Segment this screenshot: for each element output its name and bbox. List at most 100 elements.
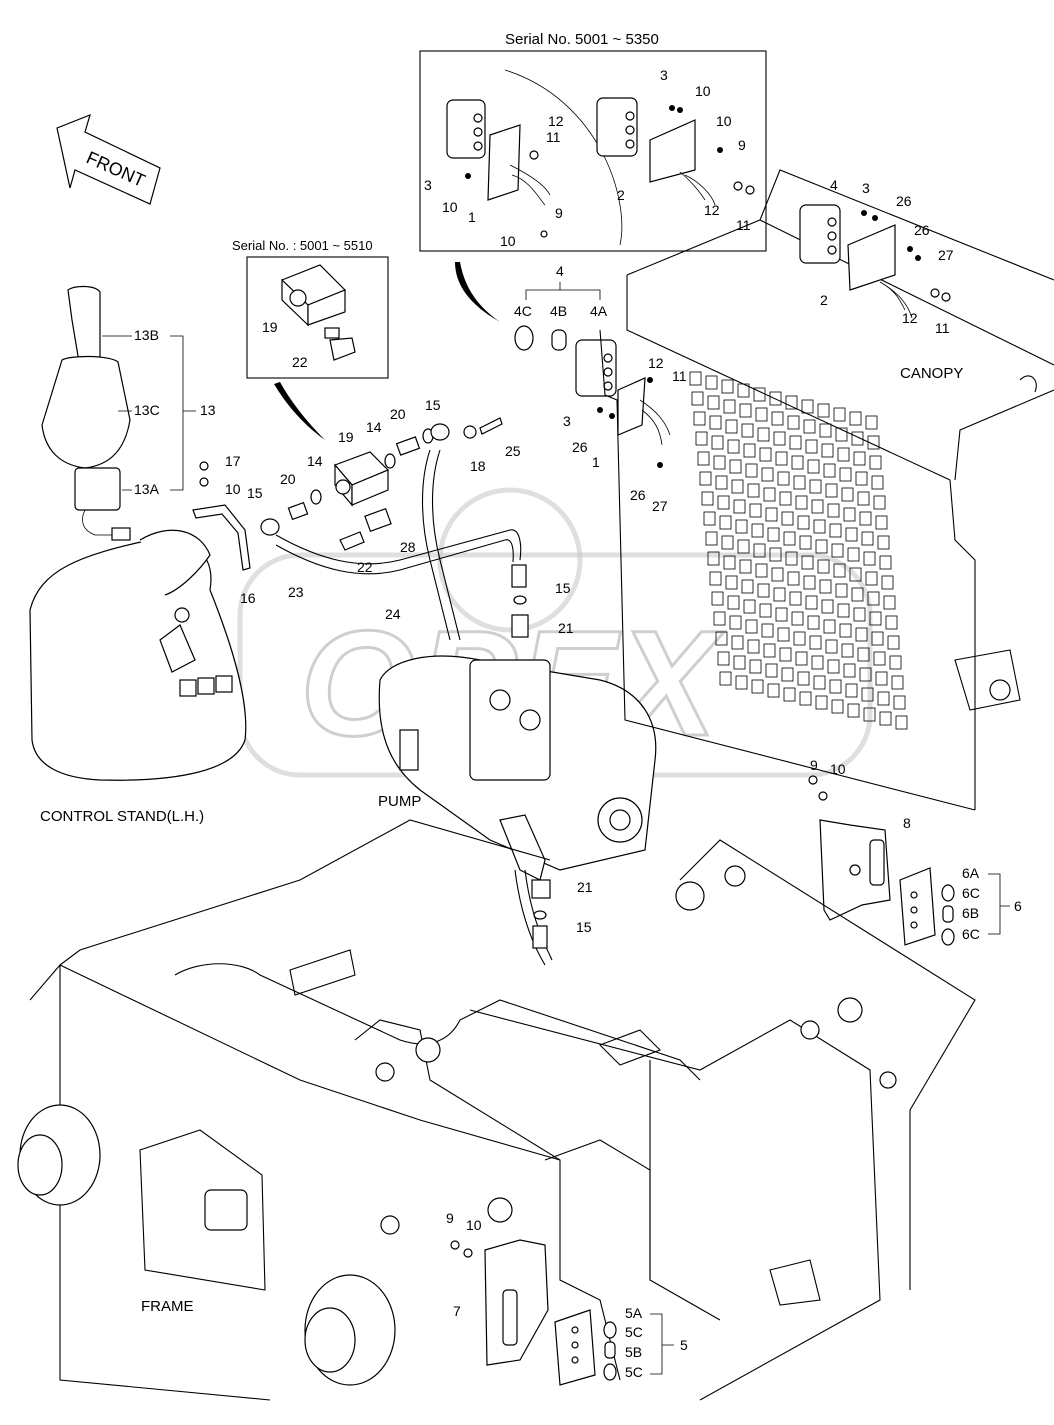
callout-label: 10 [830,761,846,777]
callout-label: 3 [424,177,432,193]
callout-label: 22 [292,354,308,370]
callout-label: 10 [466,1217,482,1233]
mesh-cell [817,403,830,418]
frame: FRAME [17,819,976,1401]
mesh-cell [725,575,738,590]
callout-label: 15 [247,485,263,501]
mesh-cell [815,695,828,710]
mesh-cell [709,415,722,430]
callout-label: 4A [590,303,608,319]
mesh-cell [867,591,880,606]
front-arrow: FRONT [56,113,161,205]
mesh-cell [783,531,796,546]
mesh-cell [849,411,862,426]
mesh-cell [757,427,770,442]
mesh-cell [723,555,736,570]
mesh-cell [855,627,868,642]
callout-label: 3 [660,67,668,83]
mesh-cell [755,407,768,422]
mesh-cell [847,703,860,718]
callout-label: 19 [338,429,354,445]
mesh-cell [805,439,818,454]
mesh-cell [859,511,872,526]
mesh-cell [835,583,848,598]
mesh-cell [707,551,720,566]
mesh-cell [849,567,862,582]
callout-label: 11 [736,217,751,233]
mesh-cell [759,447,772,462]
callout-label: 6A [962,865,980,881]
mesh-cell [765,507,778,522]
hoses [275,449,527,641]
mesh-cell [793,631,806,646]
inset-serial-b: Serial No. : 5001 ~ 5510 19 22 [232,238,389,379]
mesh-cell [831,699,844,714]
callout-label: 5B [625,1344,642,1360]
mesh-cell [741,579,754,594]
serial-a-label: Serial No. 5001 ~ 5350 [505,31,659,48]
callout-label: 11 [935,320,950,336]
mesh-cell [789,591,802,606]
mesh-cell [799,535,812,550]
callout-label: 1 [592,454,600,470]
lamp-assembly-6: 9 10 8 6A 6C 6B 6C 6 [808,757,1022,946]
mesh-cell [825,639,838,654]
callout-label: 15 [425,397,441,413]
mesh-cell [843,507,856,522]
callout-label: 22 [357,559,373,575]
mesh-cell [693,411,706,426]
mesh-cell [871,475,884,490]
mesh-cell [777,471,790,486]
callout-label: 5 [680,1337,688,1353]
mesh-cell [721,535,734,550]
callout-label: 3 [862,180,870,196]
callout-label: 28 [400,539,416,555]
callout-label: 24 [385,606,401,622]
mesh-cell [775,451,788,466]
mesh-cell [749,659,762,674]
callout-label: 20 [390,406,406,422]
mesh-cell [789,435,802,450]
mesh-cell [851,431,864,446]
mesh-cell [701,491,714,506]
mesh-cell [851,587,864,602]
mesh-cell [847,547,860,562]
mesh-cell [873,495,886,510]
mesh-cell [785,551,798,566]
mesh-cell [839,623,852,638]
mesh-cell [767,683,780,698]
mesh-cell [781,511,794,526]
mesh-cell [895,715,908,730]
control-stand-caption: CONTROL STAND(L.H.) [40,808,204,825]
mesh-cell [763,487,776,502]
mesh-cell [843,663,856,678]
mesh-cell [735,675,748,690]
mesh-cell [841,643,854,658]
mesh-cell [723,399,736,414]
mesh-cell [699,471,712,486]
mesh-cell [809,479,822,494]
mesh-cell [875,671,888,686]
callout-label: 6C [962,926,980,942]
callout-label: 5C [625,1324,643,1340]
mesh-cell [795,495,808,510]
mesh-cell [861,687,874,702]
mesh-cell [867,435,880,450]
inset-serial-a: Serial No. 5001 ~ 5350 3 10 10 9 12 11 3… [419,31,767,252]
mesh-cell [821,599,834,614]
mesh-cell [755,563,768,578]
callout-label: 7 [453,1303,461,1319]
canopy: CANOPY 4 3 26 26 27 2 12 11 [599,169,1054,811]
callout-label: 13A [134,481,160,497]
callout-label: 5C [625,1364,643,1380]
mesh-cell [731,635,744,650]
callout-label: 5A [625,1305,643,1321]
callout-label: 9 [810,757,818,773]
mesh-cell [731,479,744,494]
mesh-cell [733,499,746,514]
mesh-cell [865,415,878,430]
callout-label: 27 [652,498,668,514]
mesh-cell [769,391,782,406]
mesh-cell [691,391,704,406]
